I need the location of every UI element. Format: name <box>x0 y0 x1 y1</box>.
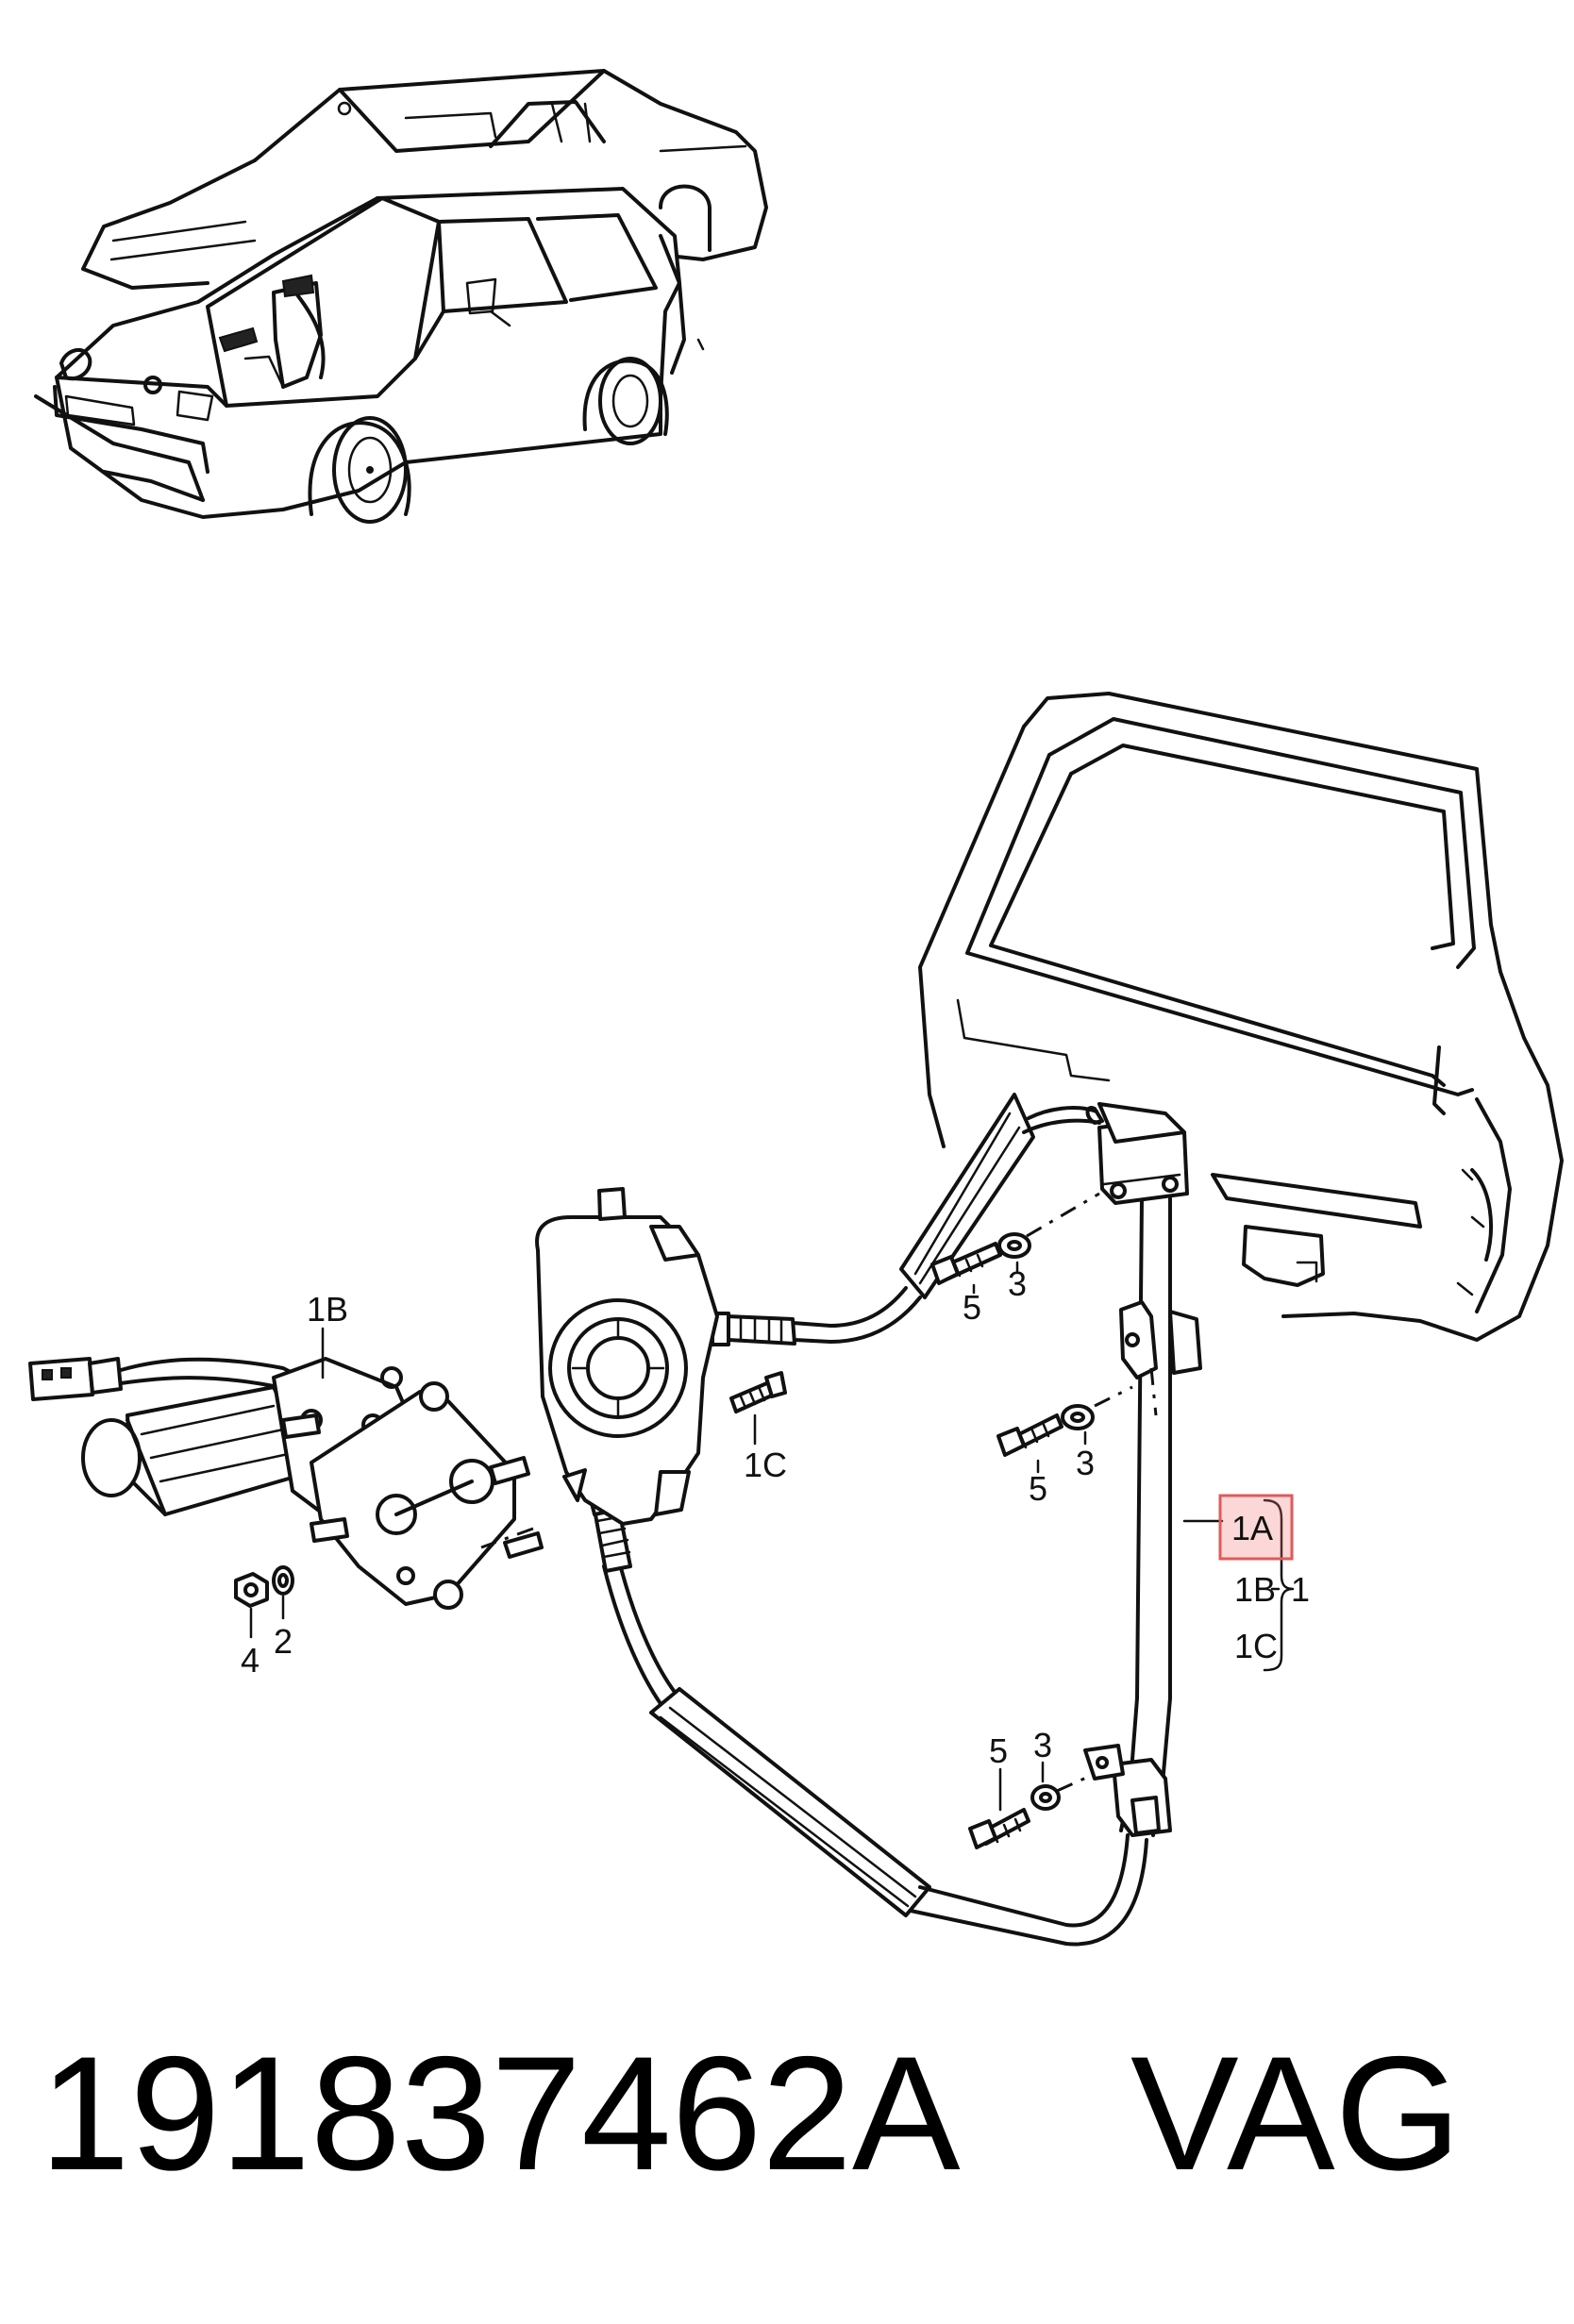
fasteners <box>930 1232 1095 1849</box>
callout-3-mid: 3 <box>1076 1444 1095 1482</box>
callout-5-mid: 5 <box>1029 1469 1047 1508</box>
car-illustration <box>34 69 768 524</box>
callout-1c-screw: 1C <box>744 1446 787 1484</box>
callout-1c-group: 1C <box>1234 1627 1278 1665</box>
callout-1a: 1A <box>1231 1509 1273 1547</box>
callout-1b-motor: 1B <box>307 1290 348 1329</box>
callout-5-upper: 5 <box>963 1288 981 1327</box>
callout-labels: 1B 1C 5 3 5 3 4 2 1A 1B 1C 1 3 5 <box>241 1264 1310 1770</box>
callout-1a-highlight <box>1218 1494 1294 1561</box>
leader-lines <box>249 1261 1295 1812</box>
motor-assembly <box>28 1357 544 1610</box>
part-number: 191837462A <box>40 2023 961 2204</box>
door-frame <box>918 692 1564 1342</box>
hatchback-outline <box>34 187 705 524</box>
callout-1b-group: 1B <box>1234 1570 1276 1609</box>
assembly-lines <box>480 1192 1158 1793</box>
brand-label: VAG <box>1130 2023 1462 2204</box>
callout-3-lower: 3 <box>1033 1726 1052 1764</box>
callout-3-upper: 3 <box>1008 1264 1027 1303</box>
callout-5-lower: 5 <box>989 1731 1008 1770</box>
window-regulator <box>535 1093 1202 1947</box>
callout-2: 2 <box>274 1622 293 1661</box>
callout-4: 4 <box>241 1641 260 1680</box>
sedan-outline <box>81 69 768 290</box>
callout-1-group: 1 <box>1291 1570 1310 1609</box>
